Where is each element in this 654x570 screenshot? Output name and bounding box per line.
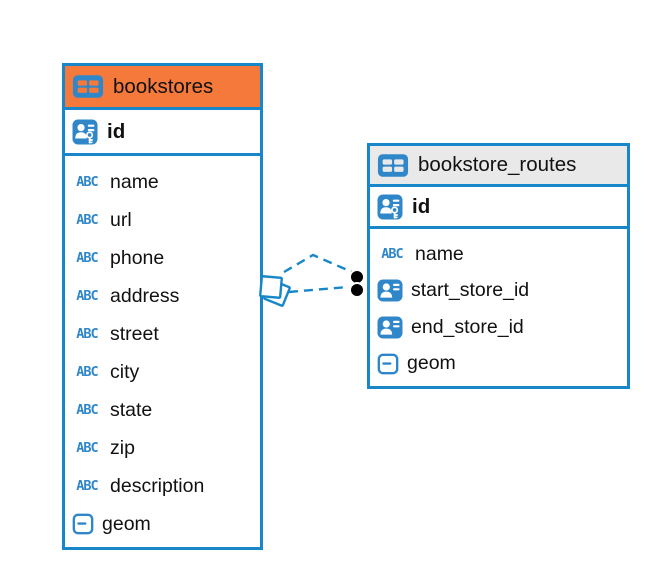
column-label: description xyxy=(110,474,205,497)
column-label: name xyxy=(415,242,464,265)
column-label: address xyxy=(110,284,180,307)
column-row[interactable]: ABC zip xyxy=(65,429,260,467)
column-label: zip xyxy=(110,436,135,459)
column-label: geom xyxy=(407,352,456,375)
relationship-line-2[interactable] xyxy=(288,285,349,294)
text-type-icon: ABC xyxy=(76,440,98,456)
relationship-endpoint-dot-1[interactable] xyxy=(349,269,365,285)
text-type-icon: ABC xyxy=(76,402,98,418)
column-row[interactable]: ABC state xyxy=(65,391,260,429)
text-type-icon: ABC xyxy=(76,364,98,380)
cardinality-squares[interactable] xyxy=(259,275,291,307)
column-row[interactable]: start_store_id xyxy=(370,273,627,310)
geometry-type-icon xyxy=(72,513,94,535)
text-type-icon: ABC xyxy=(76,288,98,304)
column-label: start_store_id xyxy=(411,279,530,302)
table-icon xyxy=(377,153,409,178)
column-row[interactable]: ABC description xyxy=(65,467,260,505)
column-label: phone xyxy=(110,246,165,269)
geometry-type-icon xyxy=(377,353,399,375)
column-row[interactable]: ABC address xyxy=(65,277,260,315)
column-row[interactable]: geom xyxy=(65,505,260,543)
column-label: end_store_id xyxy=(411,315,524,338)
text-type-icon: ABC xyxy=(76,212,98,228)
table-title: bookstore_routes xyxy=(418,153,577,176)
column-row-pk[interactable]: id xyxy=(370,187,627,229)
text-type-icon: ABC xyxy=(76,250,98,266)
table-header-bookstores[interactable]: bookstores xyxy=(65,66,260,110)
column-label: geom xyxy=(102,512,151,535)
table-bookstore-routes[interactable]: bookstore_routes id ABC name start_store… xyxy=(367,143,630,389)
column-row[interactable]: ABC name xyxy=(370,236,627,273)
table-icon xyxy=(72,74,104,99)
column-row[interactable]: ABC street xyxy=(65,315,260,353)
column-row[interactable]: geom xyxy=(370,346,627,383)
column-label: street xyxy=(110,322,159,345)
table-bookstores[interactable]: bookstores id ABC name ABC url ABC phone… xyxy=(62,63,263,550)
primary-key-icon xyxy=(72,119,98,145)
column-label: id xyxy=(412,194,431,218)
column-list: ABC name start_store_id end_store_id geo… xyxy=(370,229,627,386)
column-row[interactable]: ABC city xyxy=(65,353,260,391)
column-label: name xyxy=(110,170,159,193)
table-header-bookstore-routes[interactable]: bookstore_routes xyxy=(370,146,627,187)
column-row[interactable]: ABC name xyxy=(65,163,260,201)
column-label: state xyxy=(110,398,153,421)
column-row-pk[interactable]: id xyxy=(65,110,260,156)
column-list: ABC name ABC url ABC phone ABC address A… xyxy=(65,156,260,547)
column-row[interactable]: ABC phone xyxy=(65,239,260,277)
primary-key-icon xyxy=(377,194,403,220)
column-label: city xyxy=(110,360,140,383)
relationship-line-1[interactable] xyxy=(283,253,353,274)
text-type-icon: ABC xyxy=(381,246,403,263)
column-label: id xyxy=(107,119,126,143)
text-type-icon: ABC xyxy=(76,326,98,342)
foreign-key-icon xyxy=(377,279,403,302)
text-type-icon: ABC xyxy=(76,478,98,494)
text-type-icon: ABC xyxy=(76,174,98,190)
relationship-endpoint-dot-2[interactable] xyxy=(349,282,365,298)
column-row[interactable]: end_store_id xyxy=(370,309,627,346)
foreign-key-icon xyxy=(377,316,403,339)
column-label: url xyxy=(110,208,132,231)
table-title: bookstores xyxy=(113,74,214,98)
column-row[interactable]: ABC url xyxy=(65,201,260,239)
